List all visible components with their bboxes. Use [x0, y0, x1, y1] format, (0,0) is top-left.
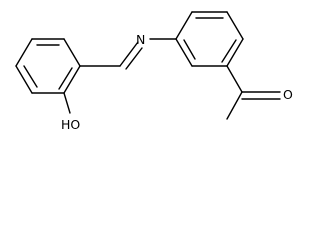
aryl-carbonyl-bond	[226, 65, 243, 93]
nitrogen-label: N	[136, 32, 145, 47]
double-bond-inner	[23, 65, 38, 88]
bond	[226, 11, 244, 40]
double-bond-inner	[58, 67, 73, 90]
chemical-structure: HO N O	[0, 0, 312, 150]
bond	[63, 65, 81, 94]
bond	[175, 38, 193, 67]
bond	[15, 65, 33, 94]
bond	[175, 11, 193, 40]
imine-double-bond-outer	[119, 41, 139, 67]
imine-double-bond-inner	[125, 47, 143, 70]
acetylphenyl-ring	[175, 11, 244, 67]
hydroxyl-label: HO	[61, 117, 80, 132]
phenol-ring	[15, 38, 81, 94]
double-bond-inner	[221, 39, 237, 63]
c-o-bond	[63, 92, 71, 114]
bond	[15, 38, 33, 67]
double-bond-inner	[183, 39, 196, 60]
bond	[63, 38, 81, 67]
methyl-bond	[226, 91, 243, 120]
oxygen-label: O	[283, 87, 293, 102]
bond	[226, 38, 244, 67]
canvas-background	[0, 0, 312, 150]
